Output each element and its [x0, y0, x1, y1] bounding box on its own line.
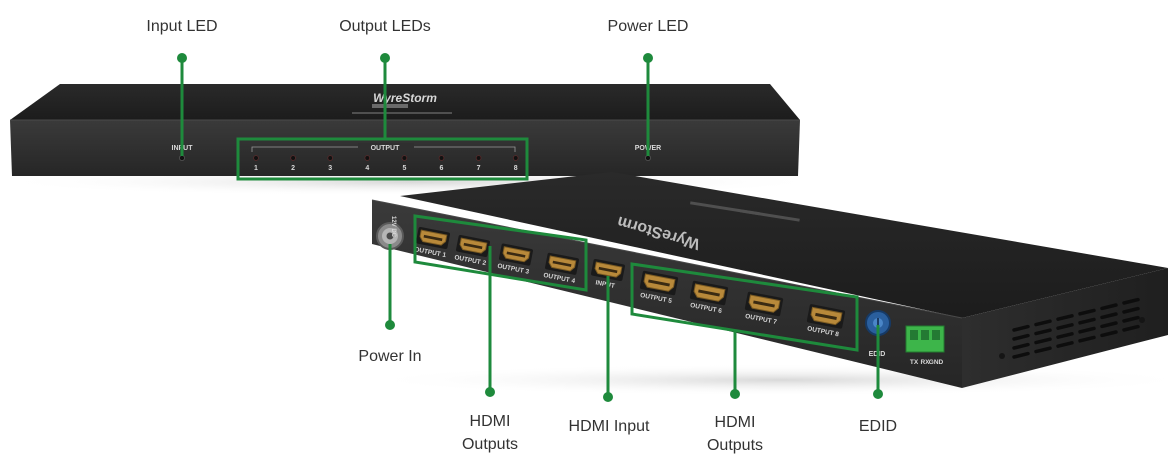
output-led-number-1: 1 — [254, 165, 258, 172]
hdmi-input-dot — [603, 392, 613, 402]
input-led-dot — [177, 53, 187, 63]
front-unit-top — [10, 84, 800, 120]
hdmi-outputs-right-box — [630, 262, 859, 352]
output-led-7 — [475, 155, 482, 161]
vent-slot — [1034, 337, 1052, 345]
hdmi-outputs-right-dot — [730, 389, 740, 399]
edid-dot — [873, 389, 883, 399]
power-led — [645, 154, 652, 161]
vent-slot — [1034, 346, 1052, 354]
callout-hdmi-input: HDMI Input — [568, 418, 650, 435]
vent-slot — [1100, 312, 1118, 320]
vent-slot — [1012, 342, 1030, 350]
vent-slot — [1122, 315, 1140, 323]
side-screw-bottom — [999, 353, 1005, 359]
power-in-label: 12V DC — [390, 216, 396, 238]
output-led-number-7: 7 — [477, 165, 481, 172]
vent-slot — [1012, 351, 1030, 359]
rs232-label-gnd: GND — [929, 359, 944, 366]
callout-power-led: Power LED — [607, 18, 689, 35]
vent-slot — [1122, 297, 1140, 305]
output-led-1 — [253, 155, 259, 161]
vent-slot — [1012, 324, 1030, 332]
output-led-8 — [512, 155, 519, 161]
output-led-number-2: 2 — [291, 165, 295, 172]
side-screw-top — [1139, 317, 1145, 323]
output-led-2 — [290, 155, 296, 161]
rs232-terminal — [905, 325, 945, 353]
rear-unit-top — [400, 172, 1168, 318]
output-led-number-3: 3 — [328, 165, 332, 172]
vent-slot — [1012, 333, 1030, 341]
callout-hdmi-outputs-right: HDMI Outputs — [706, 414, 764, 454]
callout-input-led: Input LED — [146, 18, 218, 35]
front-unit-brand: WyreStorm — [373, 91, 437, 105]
output-leds-box — [236, 137, 529, 181]
front-unit-top-text — [352, 112, 452, 114]
vent-slot — [1078, 335, 1096, 343]
vent-slot — [1078, 317, 1096, 325]
vent-slot — [1078, 326, 1096, 334]
callout-dots — [177, 53, 883, 402]
output-led-4 — [364, 155, 371, 161]
power-in-dot — [385, 320, 395, 330]
vent-slot — [1100, 321, 1118, 329]
callout-hdmi-outputs-left: HDMI Outputs — [461, 413, 519, 453]
output-led-number-5: 5 — [402, 165, 406, 172]
front-unit-top-badge — [372, 104, 408, 108]
output-led-number-6: 6 — [440, 165, 444, 172]
rear-unit-shadow — [360, 364, 1170, 396]
vent-slot — [1122, 324, 1140, 332]
rs232-label-tx: TX — [910, 359, 919, 366]
vent-slot — [1034, 328, 1052, 336]
hdmi-outputs-left-box — [413, 214, 588, 292]
hdmi-input-port: INPUT — [591, 258, 625, 290]
front-output-label: OUTPUT — [371, 145, 401, 152]
vent-slot — [1100, 303, 1118, 311]
power-led-dot — [643, 53, 653, 63]
hdmi-output-8: OUTPUT 8 — [807, 304, 846, 338]
output-led-number-4: 4 — [365, 165, 369, 172]
callout-output-leds: Output LEDs — [339, 18, 431, 35]
input-led — [178, 154, 185, 161]
vent-slot — [1034, 319, 1052, 327]
hdmi-outputs-left-dot — [485, 387, 495, 397]
callout-power-in: Power In — [358, 348, 422, 365]
output-led-number-8: 8 — [514, 165, 518, 172]
vent-slot — [1056, 323, 1074, 330]
output-led-5 — [401, 155, 408, 161]
vent-slot — [1056, 314, 1074, 321]
vent-slot — [1122, 306, 1140, 314]
vent-slot — [1056, 341, 1074, 348]
output-leds-dot — [380, 53, 390, 63]
side-vents — [1012, 297, 1140, 359]
output-led-3 — [327, 155, 334, 161]
callout-edid: EDID — [858, 418, 898, 435]
vent-slot — [1056, 332, 1074, 339]
output-led-group: 1 2 3 4 5 6 7 8 — [253, 155, 519, 172]
vent-slot — [1078, 308, 1096, 316]
hdmi-input-port-label: INPUT — [595, 279, 616, 290]
vent-slot — [1100, 330, 1118, 338]
output-led-6 — [438, 155, 445, 161]
rs232-label-rx: RX — [920, 359, 930, 366]
callout-lines — [180, 58, 880, 396]
